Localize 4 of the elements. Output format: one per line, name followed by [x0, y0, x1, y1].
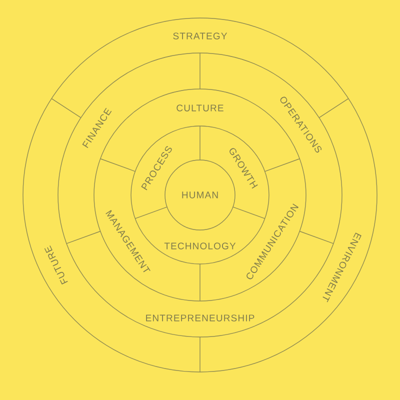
ring-label: CULTURE — [176, 104, 224, 112]
ring-label: ENTREPRENEURSHIP — [146, 314, 254, 322]
ring-label: TECHNOLOGY — [164, 242, 236, 250]
ring-label: STRATEGY — [173, 32, 228, 40]
